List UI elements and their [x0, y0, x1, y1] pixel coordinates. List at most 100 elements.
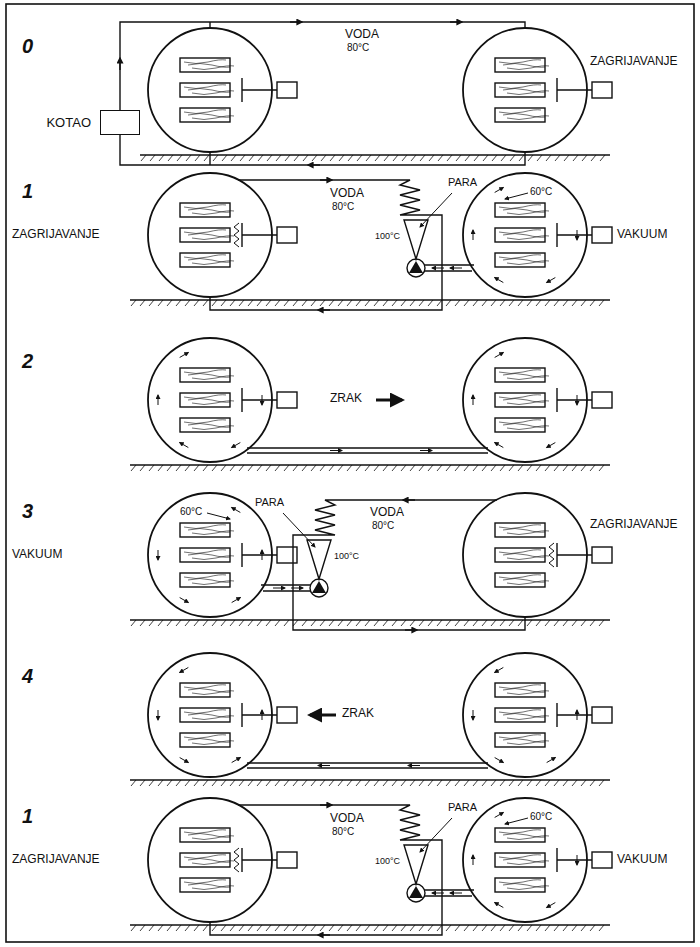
- ground-hatch: [221, 620, 226, 626]
- flow-arrow: [290, 21, 302, 22]
- ground-hatch: [221, 780, 226, 786]
- wood-grain: [184, 255, 226, 259]
- ground-hatch: [537, 155, 542, 161]
- wood-board: [180, 58, 230, 72]
- ground-hatch: [365, 300, 370, 306]
- flow-arrow: [180, 758, 189, 763]
- ground-hatch: [590, 780, 595, 786]
- flow-arrow: [180, 352, 189, 357]
- ground-hatch: [581, 925, 586, 931]
- ground-hatch: [186, 155, 191, 161]
- ground-hatch: [491, 300, 496, 306]
- ground-hatch: [257, 925, 262, 931]
- ground-hatch: [446, 465, 451, 471]
- drying-chamber: [148, 338, 297, 462]
- ground-hatch: [275, 925, 280, 931]
- ground-hatch: [176, 925, 181, 931]
- ground-hatch: [329, 620, 334, 626]
- ground-hatch: [312, 155, 317, 161]
- ground-hatch: [158, 925, 163, 931]
- ground-hatch: [365, 620, 370, 626]
- flow-arrow: [450, 893, 462, 894]
- ground-hatch: [275, 465, 280, 471]
- flow-arrow: [473, 710, 474, 720]
- ground-hatch: [546, 155, 551, 161]
- wood-board: [180, 418, 230, 432]
- drying-chamber: [463, 173, 612, 297]
- ground-hatch: [581, 620, 586, 626]
- step-number: 2: [22, 350, 33, 373]
- wood-grain: [192, 236, 234, 240]
- wood-grain: [184, 575, 226, 579]
- process-label: 100°C: [375, 231, 400, 241]
- flow-arrow: [495, 278, 504, 283]
- ground-hatch: [411, 155, 416, 161]
- ground-hatch: [500, 925, 505, 931]
- wood-board: [180, 878, 230, 892]
- wood-board: [495, 733, 545, 747]
- wood-grain: [499, 855, 541, 859]
- wood-board: [495, 683, 545, 697]
- ground-hatch: [401, 780, 406, 786]
- wood-grain: [184, 85, 226, 89]
- wood-board: [180, 733, 230, 747]
- process-label: 80°C: [332, 826, 354, 838]
- ground-hatch: [518, 620, 523, 626]
- process-label: ZAGRIJAVANJE: [12, 853, 100, 867]
- ground-hatch: [150, 155, 155, 161]
- flow-arrow: [180, 598, 189, 603]
- ground-hatch: [131, 925, 136, 931]
- ground-hatch: [329, 925, 334, 931]
- wood-grain: [192, 861, 234, 865]
- door-bar: [242, 703, 277, 727]
- ground-hatch: [257, 620, 262, 626]
- ground-hatch: [257, 780, 262, 786]
- wood-grain: [184, 420, 226, 424]
- flow-arrow: [547, 278, 556, 283]
- ground-hatch: [545, 300, 550, 306]
- door-handle: [277, 852, 297, 868]
- pipe-system: [210, 180, 577, 310]
- ground-hatch: [600, 155, 605, 161]
- flow-arrow: [207, 513, 230, 519]
- drying-chamber: [463, 493, 612, 617]
- wood-board: [180, 368, 230, 382]
- flow-arrow: [158, 710, 159, 720]
- wood-board: [495, 393, 545, 407]
- ground-hatch: [446, 620, 451, 626]
- ground-hatch: [249, 155, 254, 161]
- air-pipe: [247, 448, 488, 453]
- flow-arrow: [495, 443, 504, 448]
- flow-arrow: [262, 395, 263, 405]
- ground-hatch: [509, 780, 514, 786]
- ground-hatch: [347, 780, 352, 786]
- ground-hatch: [194, 300, 199, 306]
- wood-board: [495, 108, 545, 122]
- ground-hatch: [230, 300, 235, 306]
- process-label: VODA: [330, 187, 364, 201]
- ground-hatch: [518, 300, 523, 306]
- flow-arrow: [376, 399, 402, 402]
- ground-hatch: [491, 620, 496, 626]
- ground-hatch: [230, 780, 235, 786]
- ground-hatch: [167, 620, 172, 626]
- ground-hatch: [572, 780, 577, 786]
- flow-arrow: [232, 758, 241, 763]
- flow-arrow: [318, 934, 330, 935]
- ground-hatch: [212, 780, 217, 786]
- flow-arrow: [495, 758, 504, 763]
- ground-hatch: [356, 620, 361, 626]
- ground-hatch: [464, 300, 469, 306]
- wood-grain: [192, 836, 234, 840]
- wood-board: [180, 83, 230, 97]
- flow-arrow: [495, 812, 504, 817]
- ground-hatch: [320, 300, 325, 306]
- flow-arrow: [420, 818, 452, 852]
- ground-hatch: [365, 925, 370, 931]
- process-label: ZRAK: [342, 707, 374, 721]
- ground-hatch: [267, 155, 272, 161]
- ground-hatch: [473, 620, 478, 626]
- door-bar: [242, 848, 277, 872]
- ground-hatch: [384, 155, 389, 161]
